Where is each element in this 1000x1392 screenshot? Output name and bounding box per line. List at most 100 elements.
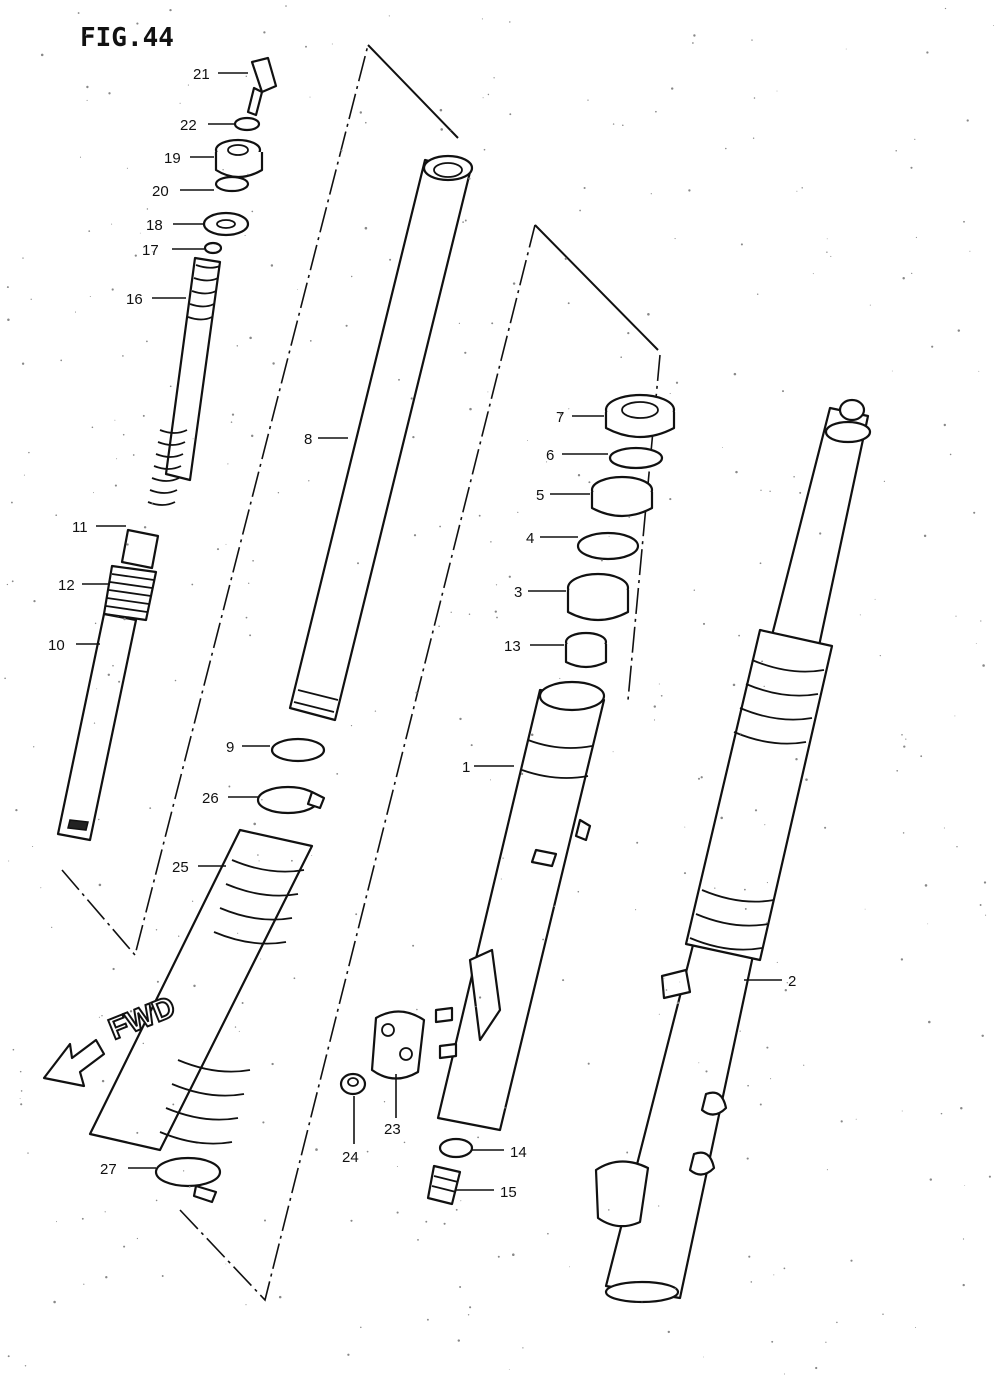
noise-speck: [500, 878, 502, 880]
noise-speck: [364, 226, 368, 230]
washer-part-14: [438, 1137, 474, 1159]
noise-speck: [174, 679, 177, 682]
noise-speck: [123, 617, 126, 621]
noise-speck: [874, 598, 876, 600]
noise-speck: [969, 250, 971, 252]
noise-speck: [309, 96, 311, 98]
noise-speck: [152, 251, 154, 253]
noise-speck: [530, 733, 534, 737]
noise-speck: [136, 1237, 139, 1240]
callout-27: 27: [100, 1161, 117, 1178]
noise-speck: [28, 451, 30, 454]
noise-speck: [740, 243, 743, 246]
noise-speck: [902, 832, 905, 834]
noise-speck: [20, 1103, 23, 1106]
noise-speck: [455, 1208, 458, 1211]
noise-speck: [675, 381, 679, 384]
noise-speck: [475, 1005, 477, 1008]
noise-speck: [801, 187, 803, 189]
noise-speck: [763, 685, 765, 688]
noise-speck: [149, 807, 152, 809]
callout-20: 20: [152, 183, 169, 200]
noise-speck: [155, 929, 158, 931]
noise-speck: [263, 31, 266, 34]
noise-speck: [403, 1141, 406, 1144]
noise-speck: [759, 1103, 762, 1106]
noise-speck: [910, 166, 913, 169]
noise-speck: [612, 751, 614, 753]
noise-speck: [365, 121, 367, 124]
noise-speck: [260, 958, 262, 960]
noise-speck: [450, 611, 452, 613]
noise-speck: [879, 654, 881, 657]
ring-part-20: [214, 175, 250, 193]
assembled-fork-part-2: [594, 398, 872, 1304]
noise-speck: [360, 1326, 362, 1329]
noise-speck: [357, 562, 359, 565]
noise-speck: [949, 453, 952, 456]
bush-part-13: [564, 631, 608, 669]
noise-speck: [108, 92, 111, 95]
noise-speck: [658, 683, 660, 685]
noise-speck: [608, 535, 610, 537]
damper-part-11: [120, 528, 160, 570]
noise-speck: [490, 779, 491, 781]
noise-speck: [826, 238, 828, 240]
noise-speck: [981, 1034, 984, 1038]
noise-speck: [674, 238, 676, 240]
noise-speck: [824, 826, 827, 829]
noise-speck: [340, 149, 343, 152]
damper-rod-assembly: [56, 56, 278, 842]
noise-speck: [412, 944, 415, 947]
noise-speck: [123, 1245, 126, 1248]
noise-speck: [622, 124, 624, 126]
noise-speck: [136, 1131, 139, 1134]
noise-speck: [698, 1062, 700, 1064]
noise-speck: [928, 1020, 931, 1024]
noise-speck: [33, 599, 36, 603]
noise-speck: [462, 221, 464, 223]
noise-speck: [271, 1062, 274, 1066]
noise-speck: [891, 370, 893, 372]
noise-speck: [660, 694, 663, 697]
noise-speck: [764, 824, 766, 826]
inner-tube-part-8: [288, 154, 474, 722]
noise-speck: [509, 113, 512, 116]
noise-speck: [389, 258, 392, 261]
noise-speck: [665, 989, 668, 991]
noise-speck: [40, 53, 44, 57]
noise-speck: [250, 434, 254, 438]
noise-speck: [33, 746, 35, 748]
noise-speck: [963, 220, 965, 223]
noise-speck: [396, 1166, 398, 1167]
noise-speck: [193, 984, 196, 988]
callout-26: 26: [202, 790, 219, 807]
noise-speck: [655, 110, 657, 113]
noise-speck: [51, 926, 53, 928]
noise-speck: [426, 1318, 429, 1321]
noise-speck: [20, 1090, 23, 1092]
noise-speck: [412, 435, 415, 439]
callout-14: 14: [510, 1144, 527, 1161]
noise-speck: [988, 1175, 991, 1178]
noise-speck: [93, 722, 96, 724]
washer-part-18: [202, 211, 250, 237]
noise-speck: [512, 1253, 515, 1256]
noise-speck: [979, 904, 982, 906]
callout-2: 2: [788, 973, 796, 990]
noise-speck: [766, 1046, 769, 1049]
noise-speck: [964, 1185, 966, 1186]
noise-speck: [674, 1287, 676, 1290]
noise-speck: [478, 514, 481, 517]
callout-25: 25: [172, 859, 189, 876]
noise-speck: [819, 532, 822, 535]
noise-speck: [94, 622, 97, 625]
noise-speck: [943, 423, 946, 427]
noise-speck: [920, 755, 923, 758]
noise-speck: [526, 440, 528, 442]
noise-speck: [504, 1107, 506, 1109]
noise-speck: [440, 128, 443, 131]
noise-speck: [261, 799, 263, 801]
noise-speck: [236, 345, 239, 347]
